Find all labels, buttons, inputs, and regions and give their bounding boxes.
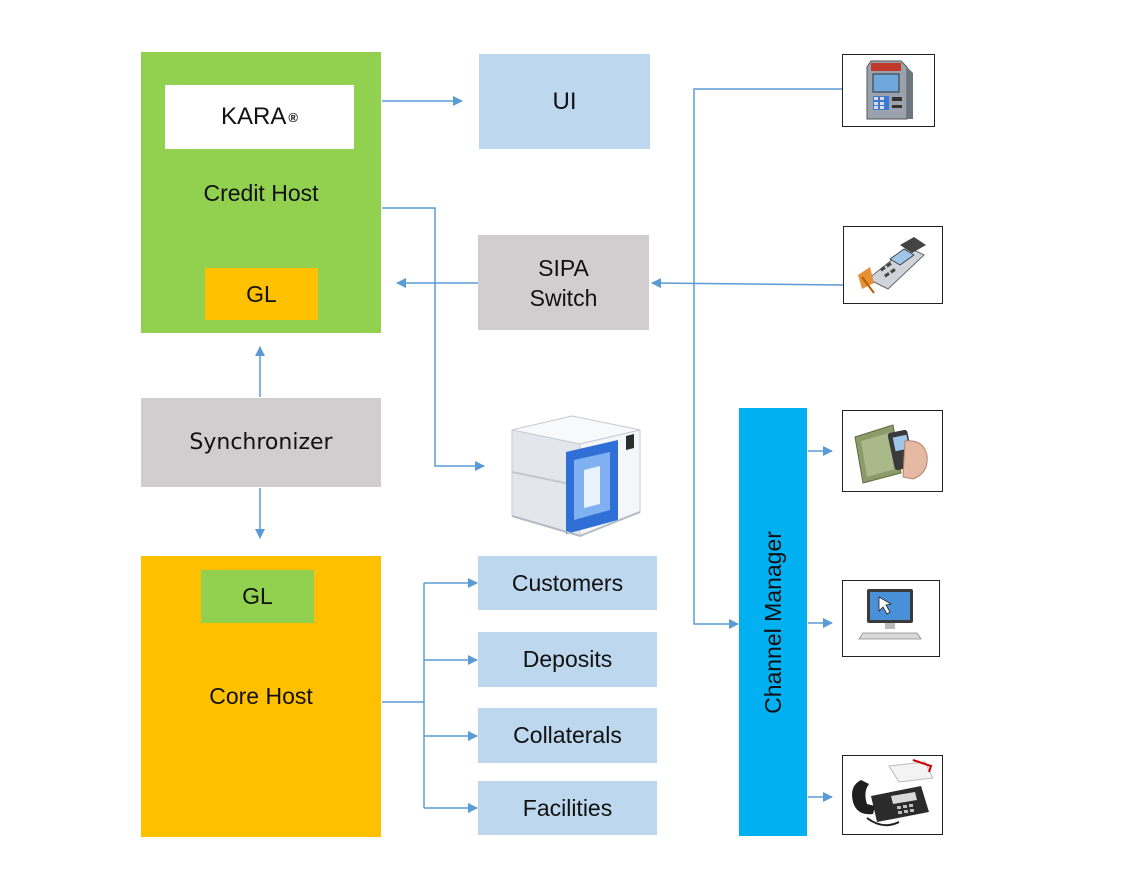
- atm-icon: [866, 60, 913, 120]
- core-host-gl: GL: [201, 570, 314, 623]
- sipa-label: SIPA: [538, 254, 589, 281]
- customers-box: Customers: [478, 556, 657, 610]
- kara-box: KARA®: [165, 85, 354, 149]
- mobile-payment-icon-frame: [842, 410, 943, 492]
- sipa-switch-box: SIPA Switch: [478, 235, 649, 330]
- arrow-credit-to-printer: [382, 207, 485, 471]
- arrow-pos-to-sipa: [651, 278, 844, 289]
- synchronizer: Synchronizer: [141, 398, 381, 487]
- credit-host-gl: GL: [205, 268, 318, 320]
- deposits-box: Deposits: [478, 632, 657, 687]
- switch-label: Switch: [529, 284, 598, 311]
- channel-manager: Channel Manager: [739, 408, 807, 836]
- arrow-atm-to-channel: [693, 88, 843, 629]
- pos-terminal-icon: [858, 237, 926, 294]
- kara-label: KARA: [221, 103, 287, 130]
- computer-icon-frame: [842, 580, 940, 657]
- card-printer-icon: [511, 415, 641, 538]
- mobile-payment-icon: [854, 424, 928, 484]
- channel-manager-label: Channel Manager: [759, 530, 786, 714]
- facilities-box: Facilities: [478, 781, 657, 835]
- collaterals-box: Collaterals: [478, 708, 657, 763]
- core-host-label: Core Host: [209, 682, 313, 709]
- telephone-icon-frame: [842, 755, 943, 835]
- kara-registered-mark: ®: [288, 109, 298, 125]
- atm-icon-frame: [842, 54, 935, 127]
- pos-terminal-icon-frame: [843, 226, 943, 304]
- credit-host-label: Credit Host: [203, 179, 319, 206]
- computer-icon: [858, 589, 922, 640]
- telephone-icon: [852, 759, 934, 827]
- ui-box: UI: [479, 54, 650, 149]
